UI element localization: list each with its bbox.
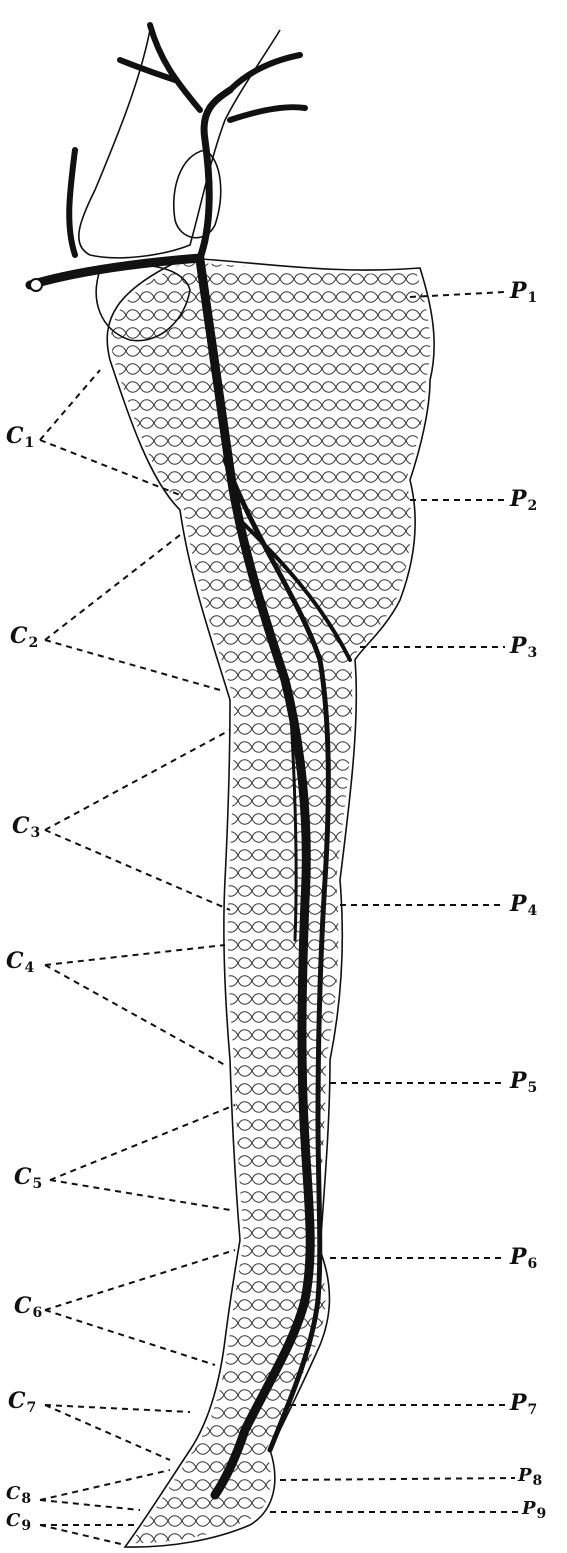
label-c8: C8: [6, 1485, 31, 1506]
label-p3: P3: [510, 635, 537, 660]
label-c1: C1: [6, 425, 34, 450]
vessel-network: [111, 262, 430, 1543]
label-c7: C7: [8, 1390, 36, 1415]
label-c4: C4: [6, 950, 34, 975]
label-c9: C9: [6, 1512, 31, 1533]
label-c5: C5: [14, 1166, 42, 1191]
label-p7: P7: [510, 1392, 537, 1417]
label-p6: P6: [510, 1246, 537, 1271]
label-p2: P2: [510, 488, 537, 513]
label-p1: P1: [510, 280, 537, 305]
label-p8: P8: [518, 1467, 542, 1488]
label-c6: C6: [14, 1295, 42, 1320]
label-c2: C2: [10, 625, 38, 650]
label-p9: P9: [522, 1500, 546, 1521]
label-c3: C3: [12, 815, 40, 840]
label-p5: P5: [510, 1070, 537, 1095]
label-p4: P4: [510, 893, 537, 918]
